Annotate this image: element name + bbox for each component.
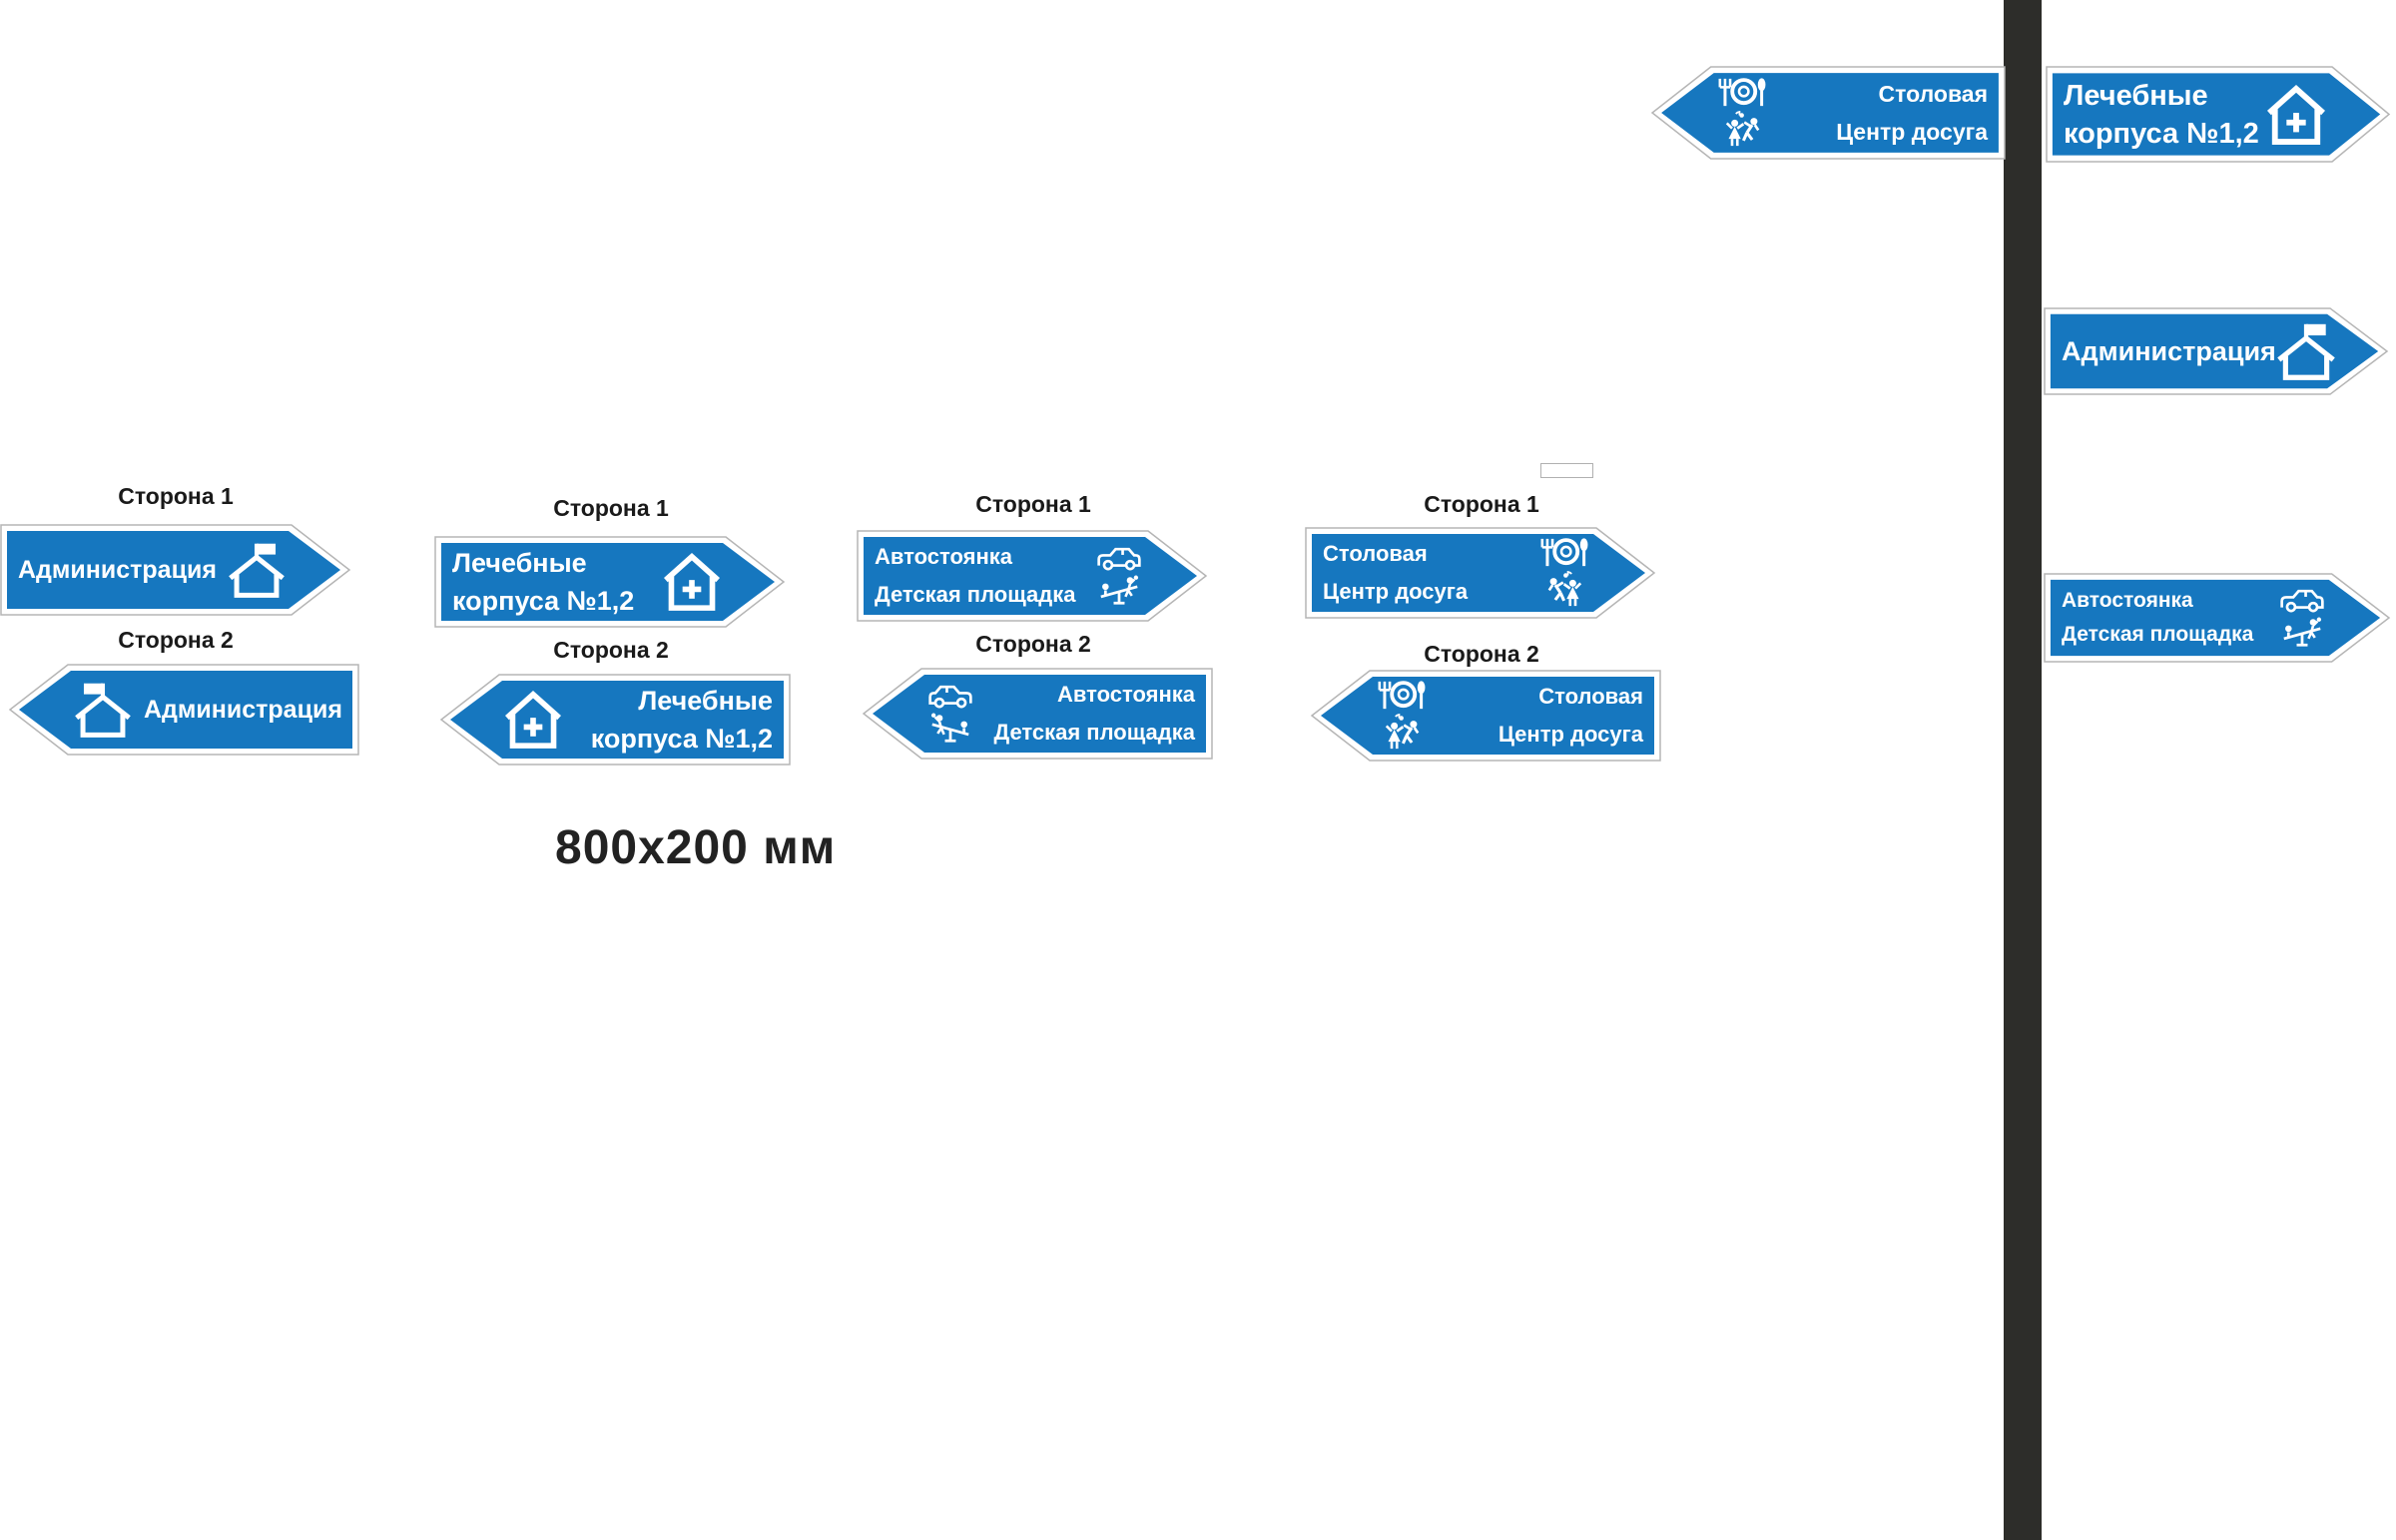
small-blank-box <box>1540 463 1593 478</box>
icon-stack <box>505 690 561 750</box>
sign-line: Автостоянка <box>1057 682 1195 707</box>
icon-stack <box>74 681 132 739</box>
car-icon <box>2279 588 2325 613</box>
sign-line: корпуса №1,2 <box>2064 117 2259 150</box>
icon-stack <box>927 684 973 744</box>
sign-parking-playground-side2: Автостоянка Детская площадка <box>862 668 1213 760</box>
house-flag-icon <box>74 681 132 739</box>
sign-line: Администрация <box>18 556 217 584</box>
sign-medical-buildings-side2: Лечебные корпуса №1,2 <box>439 674 791 766</box>
seesaw-icon <box>2281 617 2323 648</box>
sign-line: корпуса №1,2 <box>452 586 635 616</box>
house-plus-icon <box>505 690 561 750</box>
icon-stack <box>1538 538 1590 608</box>
sign-canteen-leisure-side1: Столовая Центр досуга <box>1305 527 1656 619</box>
sign-line: Лечебные <box>2064 79 2208 112</box>
house-flag-icon <box>228 541 286 599</box>
dance-icon <box>1546 571 1582 608</box>
icon-stack <box>664 552 720 612</box>
sign-line: корпуса №1,2 <box>590 724 773 754</box>
sign-line: Лечебные <box>638 686 773 716</box>
dance-icon <box>1724 111 1760 148</box>
sign-line: Детская площадка <box>993 720 1196 745</box>
side-label: Сторона 2 <box>118 627 234 653</box>
dining-icon <box>1716 78 1768 107</box>
sign-line: Администрация <box>144 696 342 724</box>
sign-parking-playground-side1: Автостоянка Детская площадка <box>857 530 1208 622</box>
side-label: Сторона 1 <box>1424 491 1539 517</box>
sign-line: Лечебные <box>452 548 587 578</box>
icon-stack <box>1376 681 1428 751</box>
side-label: Сторона 2 <box>975 631 1091 657</box>
pole-sign-canteen-leisure: Столовая Центр досуга <box>1650 66 2006 160</box>
sign-medical-buildings-side1: Лечебные корпуса №1,2 <box>434 536 786 628</box>
sign-line: Центр досуга <box>1498 722 1643 747</box>
pole-sign-medical-buildings: Лечебные корпуса №1,2 <box>2046 66 2391 163</box>
sign-line: Столовая <box>1323 541 1428 566</box>
dining-icon <box>1538 538 1590 567</box>
sign-line: Центр досуга <box>1323 579 1469 604</box>
sign-line: Детская площадка <box>875 582 1076 607</box>
seesaw-icon <box>1098 575 1140 606</box>
icon-stack <box>1096 546 1142 606</box>
dining-icon <box>1376 681 1428 710</box>
car-icon <box>1096 546 1142 571</box>
dance-icon <box>1384 714 1420 751</box>
icon-stack <box>2267 84 2325 146</box>
sign-administration-side2: Администрация <box>8 664 359 756</box>
dimension-label: 800x200 мм <box>555 821 837 874</box>
icon-stack <box>228 541 286 599</box>
pole-sign-administration: Администрация <box>2044 307 2389 395</box>
pole-sign-parking-playground: Автостоянка Детская площадка <box>2044 573 2391 663</box>
side-label: Сторона 1 <box>118 483 234 509</box>
side-label: Сторона 2 <box>553 637 669 663</box>
side-label: Сторона 2 <box>1424 641 1539 667</box>
sign-line: Столовая <box>1878 81 1988 107</box>
icon-stack <box>1716 78 1768 148</box>
side-label: Сторона 1 <box>975 491 1091 517</box>
sign-canteen-leisure-side2: Столовая Центр досуга <box>1310 670 1661 762</box>
sign-pole <box>2004 0 2042 1540</box>
sign-administration-side1: Администрация <box>0 524 351 616</box>
car-icon <box>927 684 973 709</box>
sign-line: Автостоянка <box>2062 589 2193 612</box>
icon-stack <box>2276 321 2336 381</box>
icon-stack <box>2279 588 2325 648</box>
sign-line: Центр досуга <box>1836 119 1988 145</box>
house-plus-icon <box>664 552 720 612</box>
house-plus-icon <box>2267 84 2325 146</box>
sign-line: Детская площадка <box>2062 623 2254 646</box>
seesaw-icon <box>929 713 971 744</box>
sign-line: Автостоянка <box>875 544 1012 569</box>
sign-line: Администрация <box>2062 336 2276 366</box>
sign-line: Столовая <box>1538 684 1643 709</box>
side-label: Сторона 1 <box>553 495 669 521</box>
house-flag-icon <box>2276 321 2336 381</box>
